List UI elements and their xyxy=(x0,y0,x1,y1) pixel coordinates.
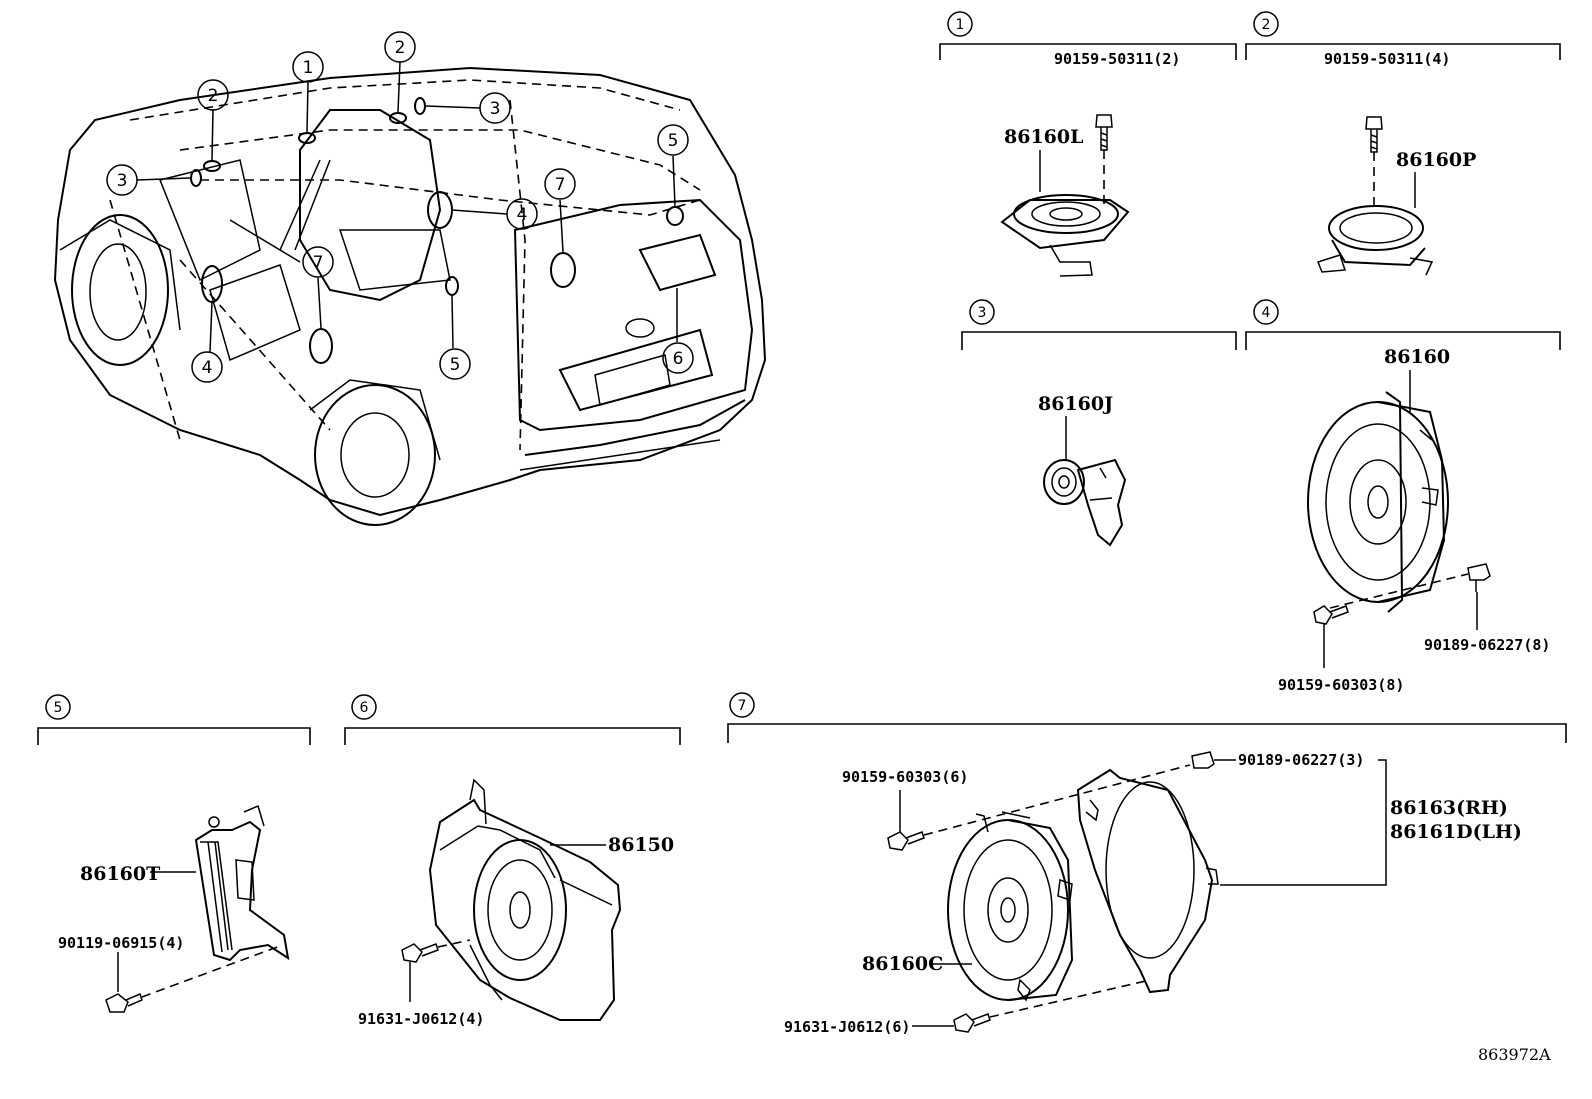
screw-icon xyxy=(401,943,439,963)
vehicle-callout-7-left: 7 xyxy=(302,246,334,278)
section-3-number: 3 xyxy=(978,305,987,321)
vehicle-callout-3-left: 3 xyxy=(106,164,138,196)
tweeter-86160j-icon xyxy=(1043,458,1127,547)
s3-part-label: 86160J xyxy=(1038,393,1113,415)
section-6: 6 86150 91631-J0612(4) xyxy=(344,694,681,1028)
amplifier-86160t-icon xyxy=(194,804,290,962)
svg-text:2: 2 xyxy=(395,38,406,58)
section-2-number: 2 xyxy=(1262,17,1271,33)
section-5-number: 5 xyxy=(54,700,63,716)
tweeter-86160l-icon xyxy=(1000,194,1130,277)
vehicle-callout-4-left: 4 xyxy=(191,351,223,383)
svg-text:4: 4 xyxy=(202,358,213,378)
clip-icon xyxy=(1467,563,1491,592)
section-4-number: 4 xyxy=(1262,305,1271,321)
s4-part-label: 86160 xyxy=(1384,346,1450,368)
section-6-number: 6 xyxy=(360,700,369,716)
svg-text:7: 7 xyxy=(555,175,566,195)
vehicle-callout-4-right: 4 xyxy=(506,198,538,230)
s2-bolt-label: 90159-50311(4) xyxy=(1324,50,1450,68)
vehicle-callout-1: 1 xyxy=(292,51,324,83)
vehicle-illustration: 2 1 2 3 3 4 4 5 5 6 7 7 xyxy=(53,31,767,526)
s7-screw-bottom-label: 91631-J0612(6) xyxy=(784,1018,910,1036)
svg-text:6: 6 xyxy=(673,349,684,369)
svg-text:5: 5 xyxy=(450,355,461,375)
bolt-icon xyxy=(105,992,143,1013)
s4-screw-label: 90159-60303(8) xyxy=(1278,676,1404,694)
s1-part-label: 86160L xyxy=(1004,126,1083,148)
section-1: 1 90159-50311(2) 86160L xyxy=(939,11,1237,277)
s6-part-label: 86150 xyxy=(608,834,674,856)
s6-screw-label: 91631-J0612(4) xyxy=(358,1010,484,1028)
svg-text:3: 3 xyxy=(117,171,128,191)
s1-bolt-label: 90159-50311(2) xyxy=(1054,50,1180,68)
s7-screw-top-label: 90159-60303(6) xyxy=(842,768,968,786)
svg-text:4: 4 xyxy=(517,205,528,225)
svg-text:7: 7 xyxy=(313,253,324,273)
vehicle-callout-6: 6 xyxy=(662,342,694,374)
illustration-id: 863972A xyxy=(1478,1045,1551,1064)
svg-text:1: 1 xyxy=(303,58,314,78)
s7-part-rh-label: 86163(RH) xyxy=(1390,797,1508,819)
vehicle-callout-2-left: 2 xyxy=(197,79,229,111)
tweeter-86160p-icon xyxy=(1317,205,1434,276)
s4-clip-label: 90189-06227(8) xyxy=(1424,636,1550,654)
s5-bolt-label: 90119-06915(4) xyxy=(58,934,184,952)
vehicle-callout-5-right: 5 xyxy=(657,124,689,156)
s7-speaker-label: 86160C xyxy=(862,953,943,975)
section-3: 3 86160J xyxy=(961,299,1237,547)
s5-part-label: 86160T xyxy=(80,863,160,885)
s2-part-label: 86160P xyxy=(1396,149,1476,171)
speaker-86160-icon xyxy=(1307,391,1449,613)
bolt-icon xyxy=(1365,116,1383,153)
speaker-spacer-86163-icon xyxy=(1076,768,1219,994)
svg-text:3: 3 xyxy=(490,99,501,119)
subwoofer-86150-icon xyxy=(428,778,622,1021)
clip-icon xyxy=(1191,751,1215,769)
vehicle-callout-5-left: 5 xyxy=(439,348,471,380)
screw-icon xyxy=(953,1013,991,1033)
section-4: 4 86160 90189-06227(8) 90159-60303(8) xyxy=(1245,299,1561,694)
s7-part-lh-label: 86161D(LH) xyxy=(1390,821,1522,843)
bolt-icon xyxy=(1095,114,1113,151)
svg-text:5: 5 xyxy=(668,131,679,151)
vehicle-callout-2-right: 2 xyxy=(384,31,416,63)
svg-text:2: 2 xyxy=(208,86,219,106)
screw-icon xyxy=(1313,605,1349,625)
section-7: 7 90159-60303(6) 90189-06227(3) 86163(RH… xyxy=(727,692,1567,1036)
s7-clip-label: 90189-06227(3) xyxy=(1238,751,1364,769)
section-1-number: 1 xyxy=(956,17,965,33)
section-5: 5 86160T 90119-06915(4) xyxy=(37,694,311,1013)
section-7-number: 7 xyxy=(738,698,747,714)
section-2: 2 90159-50311(4) 86160P xyxy=(1245,11,1561,276)
speaker-86160c-icon xyxy=(947,811,1074,1002)
screw-icon xyxy=(887,831,925,851)
vehicle-callout-7-right: 7 xyxy=(544,168,576,200)
vehicle-callout-3-right: 3 xyxy=(479,92,511,124)
